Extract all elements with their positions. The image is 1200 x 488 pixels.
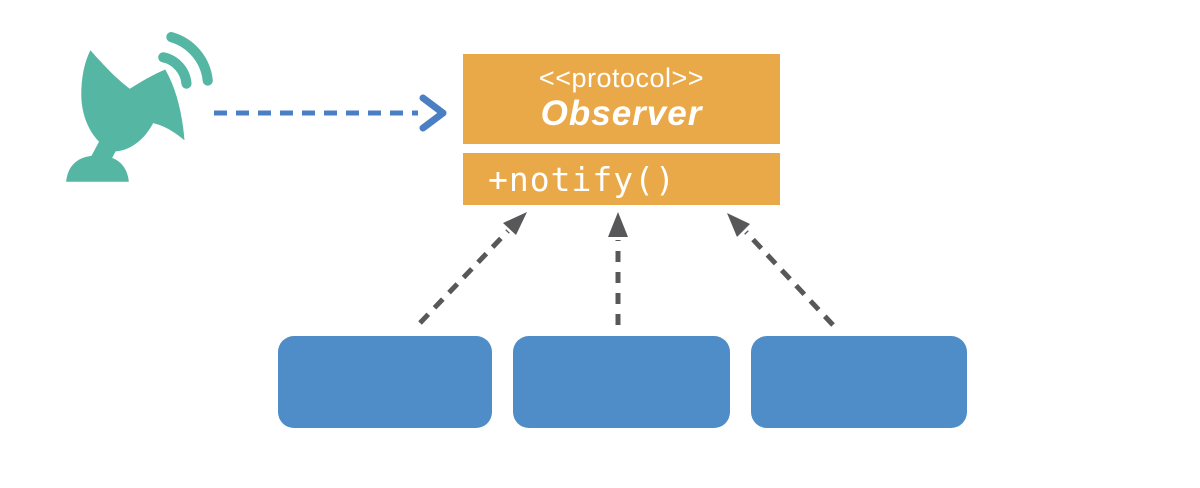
satellite-dish-base bbox=[66, 155, 129, 182]
notify-method-label: +notify() bbox=[488, 159, 676, 199]
observer-box-divider bbox=[463, 144, 780, 153]
conform-arrow-right-line bbox=[744, 230, 835, 327]
satellite-dish-bowl bbox=[81, 50, 185, 152]
observer-box-methods: +notify() bbox=[463, 153, 780, 205]
stereotype-label: <<protocol>> bbox=[538, 63, 705, 94]
observer-protocol-box: <<protocol>> Observer +notify() bbox=[463, 54, 780, 205]
subscriber-box-3 bbox=[751, 336, 967, 428]
publish-arrow-head bbox=[419, 94, 447, 132]
conform-arrow-left-line bbox=[418, 229, 510, 325]
observer-box-header: <<protocol>> Observer bbox=[463, 54, 780, 144]
conform-arrow-left-head bbox=[503, 212, 527, 235]
conform-arrow-right-head bbox=[727, 213, 750, 237]
subscriber-box-2 bbox=[513, 336, 730, 428]
conform-arrow-middle-head bbox=[608, 212, 628, 237]
signal-wave-outer-icon bbox=[166, 32, 213, 86]
class-name-label: Observer bbox=[540, 94, 703, 134]
satellite-dish-icon bbox=[66, 32, 213, 182]
subscriber-box-1 bbox=[278, 336, 492, 428]
signal-wave-inner-icon bbox=[158, 52, 192, 89]
